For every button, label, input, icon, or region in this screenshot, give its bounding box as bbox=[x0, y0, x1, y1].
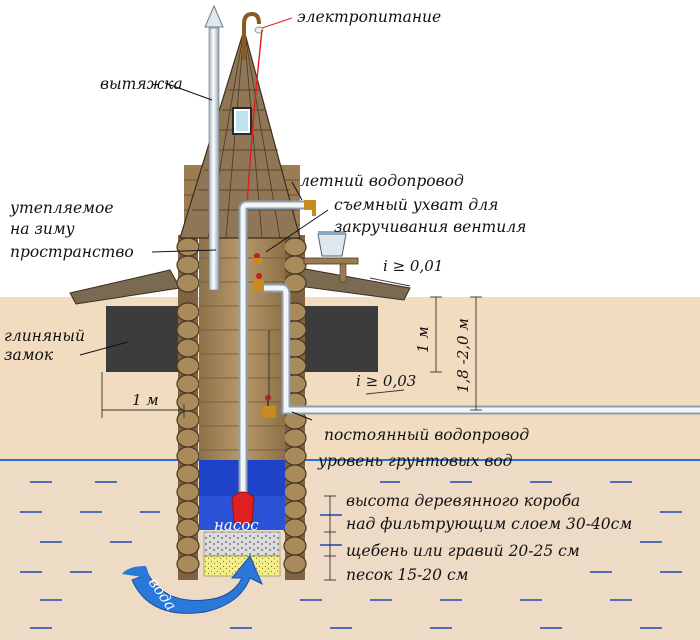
label-vent: вытяжка bbox=[100, 75, 183, 93]
label-power: электропитание bbox=[297, 8, 441, 26]
label-grip-1: съемный ухват для bbox=[334, 196, 498, 214]
clay-lock bbox=[106, 306, 185, 372]
valve-upper-icon bbox=[254, 280, 264, 292]
label-groundwater: уровень грунтовых вод bbox=[317, 452, 513, 470]
label-gravel: щебень или гравий 20-25 см bbox=[346, 542, 580, 560]
label-grip-2: закручивания вентиля bbox=[334, 218, 526, 236]
leader-lines bbox=[79, 17, 329, 421]
label-dim-depth: 1,8 -2,0 м bbox=[454, 318, 472, 393]
dimension-lines bbox=[101, 277, 482, 581]
grip-valve-icon bbox=[254, 253, 260, 259]
label-slope-top: i ≥ 0,01 bbox=[383, 257, 443, 275]
label-insulated-3: пространство bbox=[10, 243, 134, 261]
label-insulated-2: на зиму bbox=[10, 220, 75, 238]
summer-faucet-icon bbox=[304, 200, 316, 210]
label-sand: песок 15-20 см bbox=[346, 566, 469, 584]
vent-cap-icon bbox=[204, 4, 224, 28]
label-slope-bottom: i ≥ 0,03 bbox=[356, 372, 416, 390]
label-dim-1m-horizontal: 1 м bbox=[132, 391, 159, 409]
bucket-icon bbox=[317, 233, 347, 257]
label-permanent-pipe: постоянный водопровод bbox=[324, 426, 529, 444]
label-summer-pipe: летний водопровод bbox=[300, 172, 464, 190]
pump-icon bbox=[231, 491, 255, 525]
gravel-layer bbox=[203, 531, 281, 557]
label-pump: насос bbox=[214, 516, 259, 534]
water-dashes bbox=[20, 481, 682, 629]
valve-lower-icon bbox=[262, 406, 276, 418]
label-clay-1: глиняный bbox=[4, 327, 85, 345]
power-hook bbox=[242, 11, 261, 60]
label-box-height-1: высота деревянного короба bbox=[346, 492, 580, 510]
label-dim-1m-vertical: 1 м bbox=[414, 326, 432, 353]
vent-pipe bbox=[208, 27, 220, 291]
label-box-height-2: над фильтрующим слоем 30-40см bbox=[346, 515, 632, 533]
shelf bbox=[303, 257, 359, 265]
clay-lock-right bbox=[300, 306, 378, 372]
groundwater-zone bbox=[0, 460, 700, 640]
water-flow-arrow bbox=[131, 555, 263, 614]
label-insulated-1: утепляемое bbox=[9, 199, 114, 217]
label-clay-2: замок bbox=[4, 346, 54, 364]
